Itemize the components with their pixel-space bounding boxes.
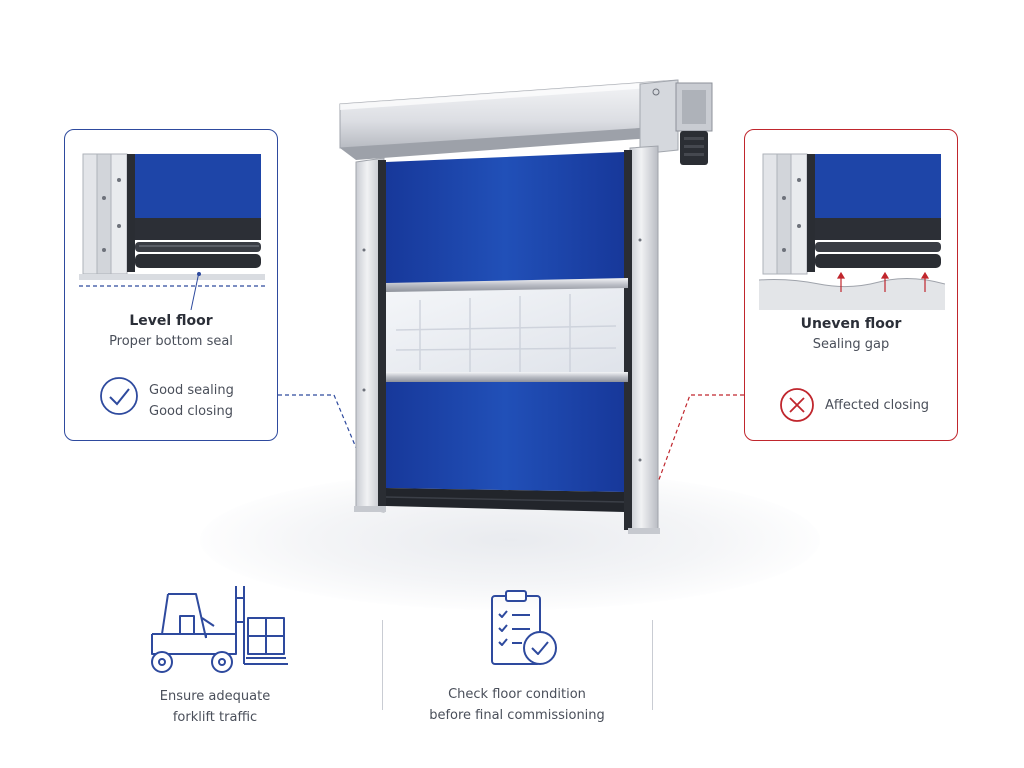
forklift-icon (151, 586, 288, 673)
clipboard-check-icon (491, 590, 557, 665)
good-closing-label: Good closing (149, 404, 233, 419)
divider-right (652, 620, 653, 710)
level-floor-title: Level floor (129, 313, 213, 329)
floor-check-caption-line1: Check floor condition (448, 687, 586, 702)
forklift-caption-line2: forklift traffic (172, 710, 258, 725)
uneven-floor-detail-image (759, 153, 945, 310)
floor-check-caption: Check floor condition before final commi… (412, 684, 622, 726)
forklift-caption-line1: Ensure adequate (159, 689, 271, 704)
right-connector-line (645, 394, 744, 516)
affected-closing-label: Affected closing (825, 398, 930, 413)
forklift-caption: Ensure adequate forklift traffic (120, 686, 310, 728)
good-status-text: Good sealing Good closing (149, 380, 234, 422)
level-floor-panel: Level floor Proper bottom seal Good seal… (64, 129, 278, 441)
uneven-floor-panel: Uneven floor Sealing gap Affected closin… (744, 129, 958, 441)
uneven-floor-subtitle: Sealing gap (812, 337, 890, 352)
level-floor-subtitle: Proper bottom seal (109, 334, 233, 349)
floor-check-caption-line2: before final commissioning (429, 708, 605, 723)
level-floor-detail-image (79, 150, 265, 310)
left-connector-line (278, 394, 378, 499)
good-sealing-label: Good sealing (149, 383, 234, 398)
check-circle-icon (100, 377, 138, 415)
x-circle-icon (780, 388, 814, 422)
uneven-floor-title: Uneven floor (800, 316, 902, 332)
divider-left (382, 620, 383, 710)
